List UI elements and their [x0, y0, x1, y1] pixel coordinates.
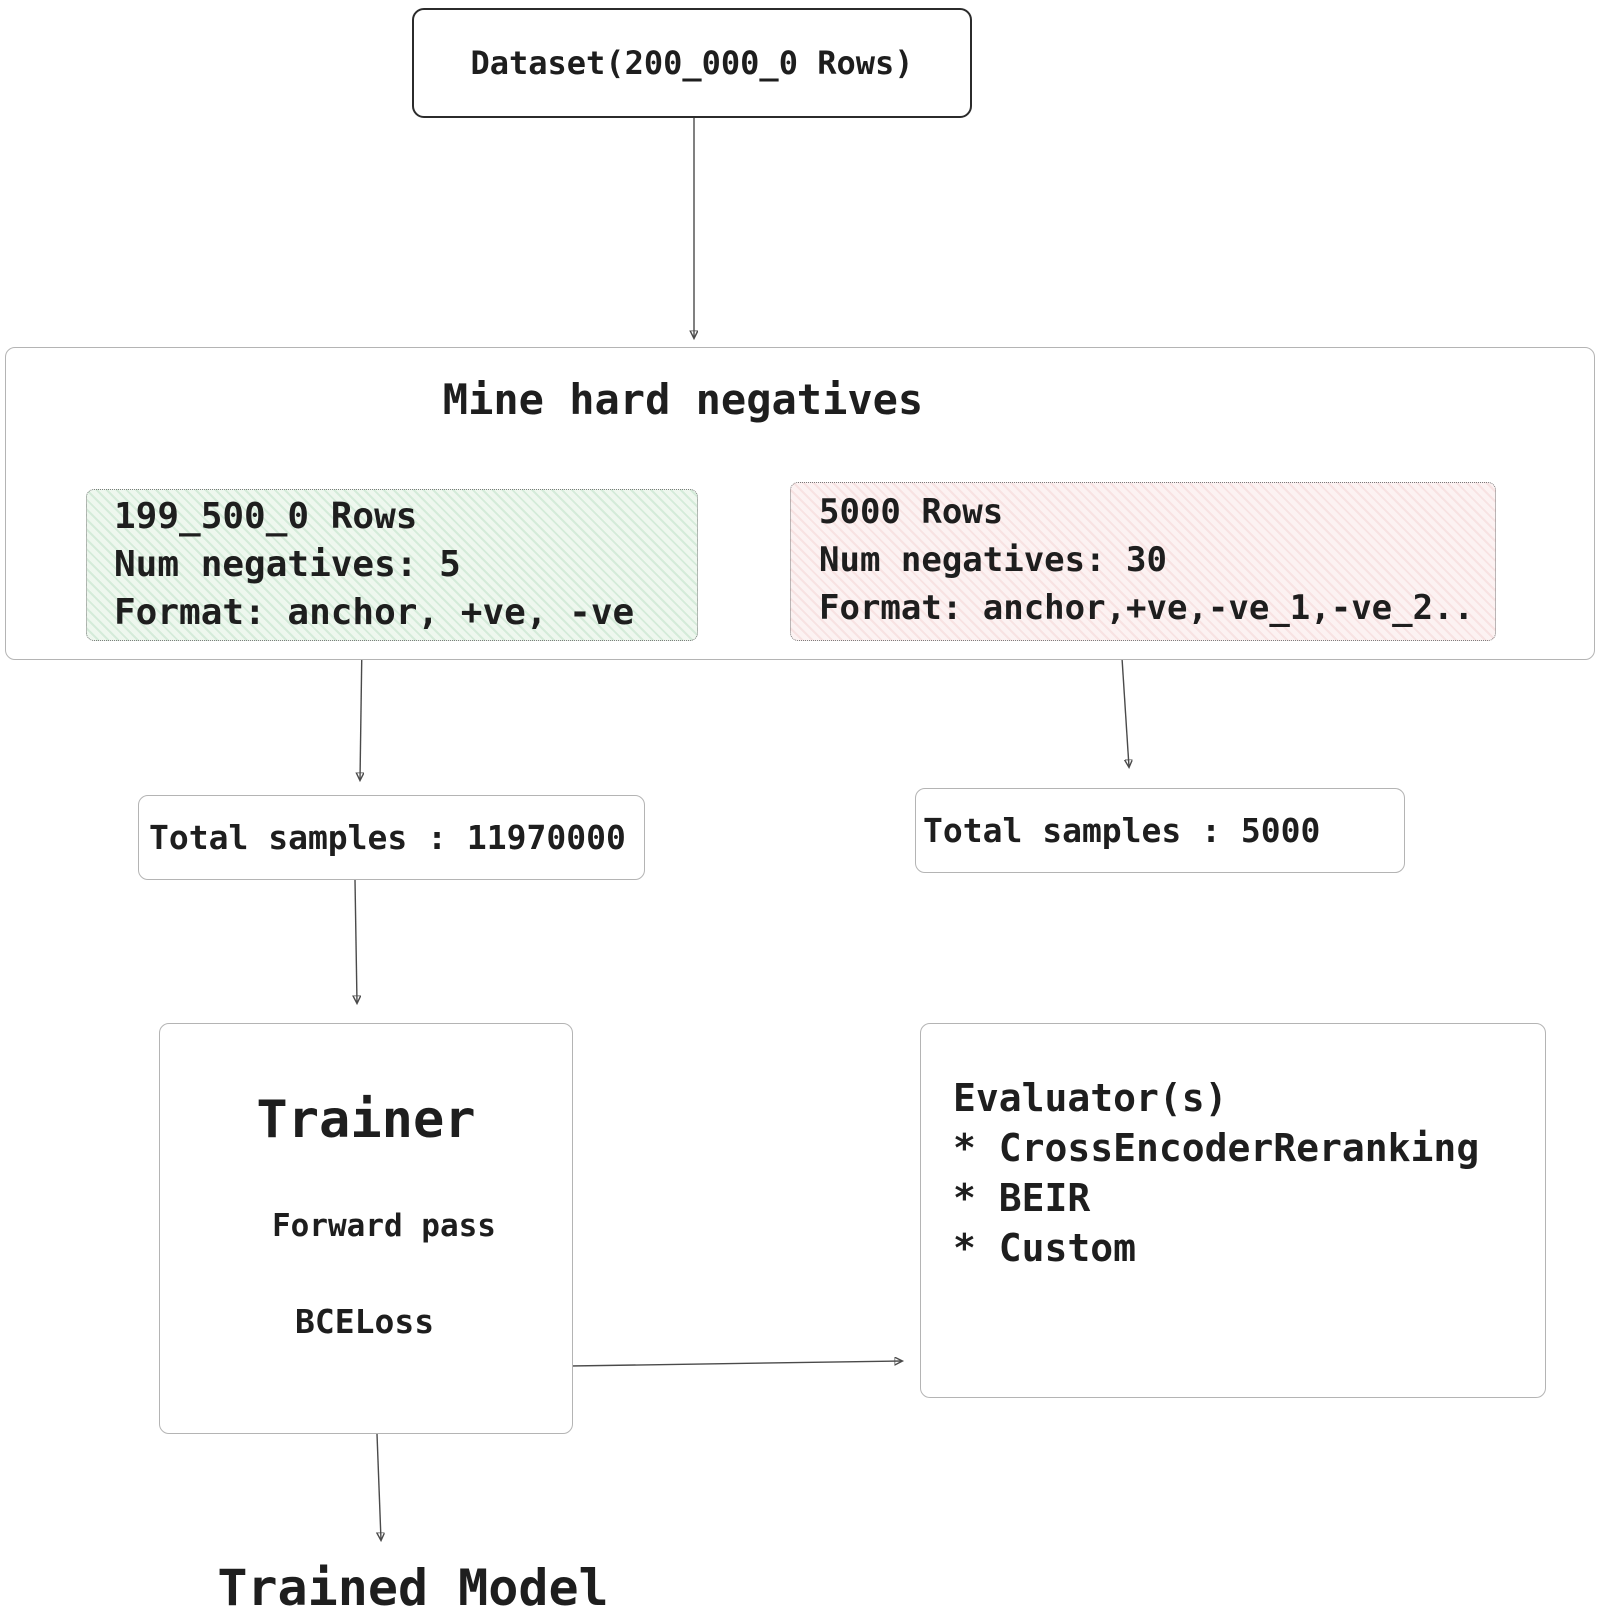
- evaluator-item: * Custom: [953, 1226, 1137, 1270]
- train-split-node: 199_500_0 Rows Num negatives: 5 Format: …: [86, 489, 698, 641]
- evaluator-item: * CrossEncoderReranking: [953, 1126, 1480, 1170]
- arrow-redbox-to-total-eval: [1121, 657, 1129, 767]
- evaluator-item: * BEIR: [953, 1176, 1091, 1220]
- total-samples-train-label: Total samples : 11970000: [149, 818, 626, 857]
- total-samples-train-node: Total samples : 11970000: [138, 795, 645, 880]
- train-split-num-negatives: Num negatives: 5: [114, 544, 461, 585]
- evaluator-title: Evaluator(s): [953, 1076, 1228, 1120]
- train-split-rows: 199_500_0 Rows: [114, 496, 418, 537]
- eval-split-rows: 5000 Rows: [819, 492, 1004, 532]
- bceloss-label: BCELoss: [295, 1302, 435, 1341]
- eval-split-node: 5000 Rows Num negatives: 30 Format: anch…: [790, 482, 1496, 641]
- dataset-label: Dataset(200_000_0 Rows): [470, 44, 914, 82]
- total-samples-eval-node: Total samples : 5000: [915, 788, 1405, 873]
- forward-pass-label: Forward pass: [272, 1208, 496, 1244]
- eval-split-num-negatives: Num negatives: 30: [819, 540, 1167, 580]
- arrow-greenbox-to-total-train: [360, 640, 362, 780]
- train-split-format: Format: anchor, +ve, -ve: [114, 592, 635, 633]
- mine-hard-negatives-title: Mine hard negatives: [442, 375, 924, 424]
- trainer-title: Trainer: [256, 1090, 476, 1150]
- evaluator-text-block: Evaluator(s) * CrossEncoderReranking * B…: [953, 1073, 1479, 1273]
- trained-model-label: Trained Model: [217, 1559, 609, 1617]
- arrow-trainer-to-trained-model: [377, 1433, 381, 1540]
- total-samples-eval-label: Total samples : 5000: [923, 811, 1321, 850]
- arrow-total-train-to-trainer: [355, 879, 357, 1003]
- eval-split-format: Format: anchor,+ve,-ve_1,-ve_2..: [819, 588, 1475, 628]
- trainer-node: [159, 1023, 573, 1434]
- evaluator-node: [920, 1023, 1546, 1398]
- dataset-node: Dataset(200_000_0 Rows): [412, 8, 972, 118]
